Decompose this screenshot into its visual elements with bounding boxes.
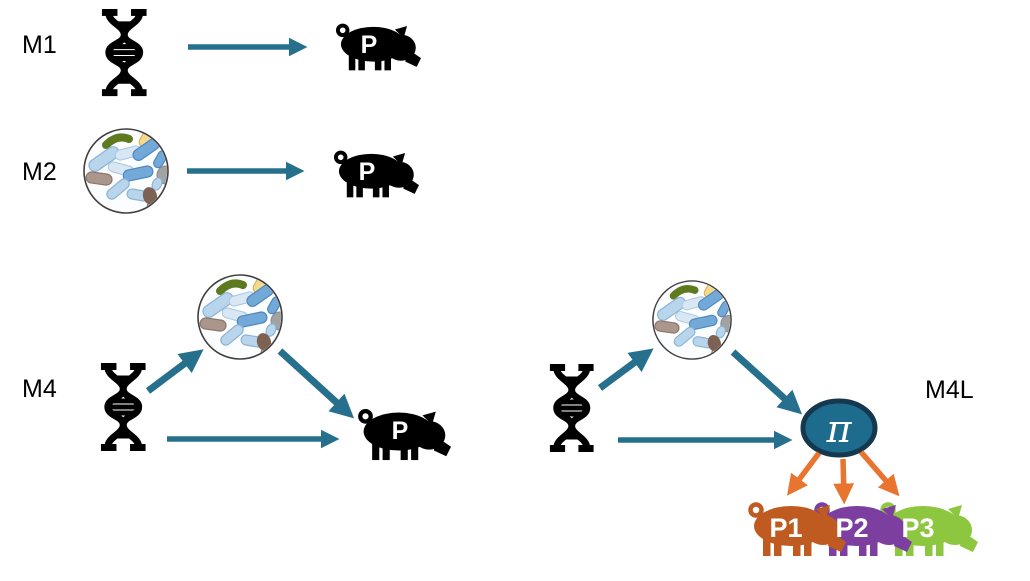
model-m2-label: M2 [22, 158, 57, 186]
pig-icon [333, 150, 421, 200]
microbiome-icon [84, 121, 175, 216]
model-m1: M1 P [22, 9, 423, 96]
pi-node-ellipse [800, 398, 878, 458]
m4l-phenotype-p1-label: P1 [769, 513, 802, 543]
model-m1-label: M1 [22, 31, 57, 59]
m4l-phenotype-p2-label: P2 [835, 513, 868, 543]
dna-icon [102, 9, 147, 96]
pig-icon [335, 23, 423, 73]
model-m2: M2 P [22, 121, 421, 216]
arrow-microbiome-to-phenotype [277, 348, 355, 419]
pi-node-label: π [826, 407, 853, 451]
m1-phenotype-label: P [361, 31, 378, 59]
model-m4: M4 P [22, 267, 451, 460]
arrow-pi-to-p1 [786, 451, 822, 496]
arrow-microbiome-to-pi [730, 349, 803, 415]
dna-icon [101, 363, 146, 451]
arrow-pi-to-p2 [833, 458, 855, 505]
model-m4-label: M4 [22, 375, 57, 403]
model-m4l: π M4L P1 P2 P3 [550, 274, 978, 556]
m4l-phenotype-p3-label: P3 [901, 513, 934, 543]
m2-phenotype-label: P [359, 158, 376, 186]
m4-phenotype-label: P [392, 417, 409, 445]
dna-icon [550, 364, 594, 452]
microbiome-icon [198, 267, 289, 362]
arrow-pi-to-p3 [858, 450, 900, 497]
model-m4l-label: M4L [925, 376, 974, 404]
arrow-genotype-to-microbiome [145, 349, 204, 394]
pi-latent-node: π [800, 398, 878, 458]
arrow-genotype-to-microbiome [597, 348, 654, 391]
microbiome-icon [653, 274, 738, 362]
